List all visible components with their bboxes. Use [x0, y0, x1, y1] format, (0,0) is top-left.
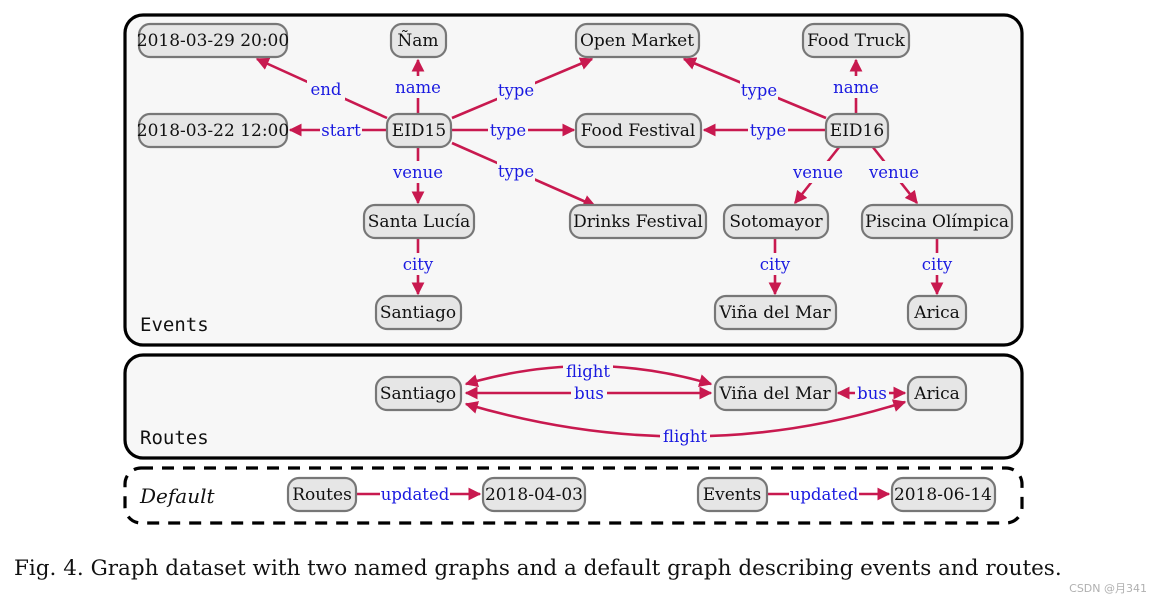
edge-label-city-pi: city [922, 255, 953, 274]
edge-label-flight-sv: flight [566, 362, 610, 381]
svg-text:EID15: EID15 [392, 121, 446, 141]
node-eid15: EID15 [385, 112, 453, 149]
svg-text:Sotomayor: Sotomayor [729, 212, 823, 232]
svg-text:2018-03-29 20:00: 2018-03-29 20:00 [137, 31, 289, 51]
edge-bus-vina-arica: bus [836, 383, 907, 403]
svg-text:Arica: Arica [913, 384, 960, 404]
svg-text:Ñam: Ñam [397, 30, 438, 51]
svg-text:Drinks Festival: Drinks Festival [573, 212, 703, 232]
figure-caption: Fig. 4. Graph dataset with two named gra… [14, 556, 1062, 581]
edge-city-santa-lucia: city [400, 238, 436, 296]
svg-text:Santiago: Santiago [380, 384, 456, 404]
edge-label-name15: name [395, 78, 441, 97]
edge-venue-eid15: venue [392, 146, 443, 205]
node-food-festival: Food Festival [574, 112, 703, 149]
edge-start: start [288, 119, 387, 141]
edge-bus-santiago-vina: bus [464, 383, 713, 403]
svg-text:Routes: Routes [292, 485, 352, 505]
node-santa-lucia: Santa Lucía [362, 203, 476, 240]
svg-text:Piscina Olímpica: Piscina Olímpica [865, 212, 1009, 232]
edge-type-open-market-eid16: type [682, 57, 827, 120]
svg-text:2018-06-14: 2018-06-14 [894, 485, 992, 505]
svg-text:Arica: Arica [913, 303, 960, 323]
node-eid16: EID16 [824, 112, 890, 149]
edge-city-sotomayor: city [757, 238, 793, 296]
svg-text:2018-04-03: 2018-04-03 [485, 485, 583, 505]
svg-text:Santa Lucía: Santa Lucía [368, 212, 470, 232]
watermark: CSDN @月341 [1069, 582, 1147, 595]
node-date-events: 2018-06-14 [890, 476, 997, 513]
edge-name-eid16: name [832, 58, 880, 115]
edge-label-updated-e: updated [790, 485, 859, 504]
node-arica-events: Arica [906, 294, 968, 331]
events-graph-box [123, 13, 1024, 347]
node-drinks-festival: Drinks Festival [568, 203, 708, 240]
svg-text:Food Festival: Food Festival [581, 121, 696, 141]
edge-label-city-sl: city [403, 255, 434, 274]
edge-label-type-ff16: type [750, 121, 786, 140]
node-food-truck: Food Truck [801, 22, 911, 59]
edge-name-eid15: name [394, 58, 442, 115]
edge-label-flight-sa: flight [663, 427, 707, 446]
edge-label-updated-r: updated [381, 485, 450, 504]
node-events: Events [696, 476, 769, 513]
edge-label-name16: name [833, 78, 879, 97]
edge-type-food-festival-eid16: type [702, 119, 826, 141]
edge-label-venue16a: venue [792, 163, 843, 182]
node-arica-routes: Arica [906, 375, 968, 412]
svg-text:EID16: EID16 [830, 121, 884, 141]
edge-city-piscina: city [919, 238, 955, 296]
events-graph-label: Events [140, 314, 209, 336]
edge-label-bus-sv: bus [574, 384, 604, 403]
svg-text:Viña del Mar: Viña del Mar [718, 384, 831, 404]
edge-end: end [255, 57, 388, 120]
edge-flight-santiago-vina: flight [464, 362, 713, 387]
edge-label-type-om15: type [498, 81, 534, 100]
edge-label-end: end [311, 80, 342, 99]
edge-venue-sotomayor: venue [792, 145, 843, 205]
edge-type-drinks-festival-eid15: type [451, 141, 597, 208]
edge-label-start: start [321, 121, 361, 140]
node-vina-events: Viña del Mar [713, 294, 838, 331]
node-nam: Ñam [389, 22, 448, 59]
node-santiago-routes: Santiago [374, 375, 463, 412]
edge-label-city-so: city [760, 255, 791, 274]
edge-label-type-df15: type [498, 162, 534, 181]
edge-updated-routes: updated [356, 484, 482, 504]
edge-updated-events: updated [767, 484, 891, 504]
node-sotomayor: Sotomayor [722, 203, 830, 240]
edge-label-venue16b: venue [868, 163, 919, 182]
node-open-market: Open Market [574, 22, 701, 59]
edge-label-type-om16: type [741, 81, 777, 100]
node-piscina-olimpica: Piscina Olímpica [860, 203, 1014, 240]
edge-label-venue15: venue [392, 163, 443, 182]
edge-flight-santiago-arica: flight [464, 399, 907, 446]
svg-text:Events: Events [703, 485, 762, 505]
edge-venue-piscina: venue [868, 145, 920, 205]
svg-text:Open Market: Open Market [580, 31, 694, 51]
routes-graph-label: Routes [140, 427, 209, 449]
node-vina-routes: Viña del Mar [713, 375, 838, 412]
svg-text:Viña del Mar: Viña del Mar [718, 303, 831, 323]
node-date-start: 2018-03-22 12:00 [137, 112, 289, 149]
svg-text:Food Truck: Food Truck [807, 31, 906, 51]
svg-text:2018-03-22 12:00: 2018-03-22 12:00 [137, 121, 289, 141]
edge-type-food-festival-eid15: type [452, 119, 576, 141]
edge-type-open-market-eid15: type [451, 57, 594, 120]
node-routes: Routes [286, 476, 358, 513]
edge-label-type-ff15: type [490, 121, 526, 140]
node-santiago-events: Santiago [374, 294, 463, 331]
svg-text:Santiago: Santiago [380, 303, 456, 323]
node-date-end: 2018-03-29 20:00 [137, 22, 289, 59]
node-date-routes: 2018-04-03 [481, 476, 587, 513]
default-graph-label: Default [139, 484, 215, 508]
edge-label-bus-va: bus [857, 384, 887, 403]
